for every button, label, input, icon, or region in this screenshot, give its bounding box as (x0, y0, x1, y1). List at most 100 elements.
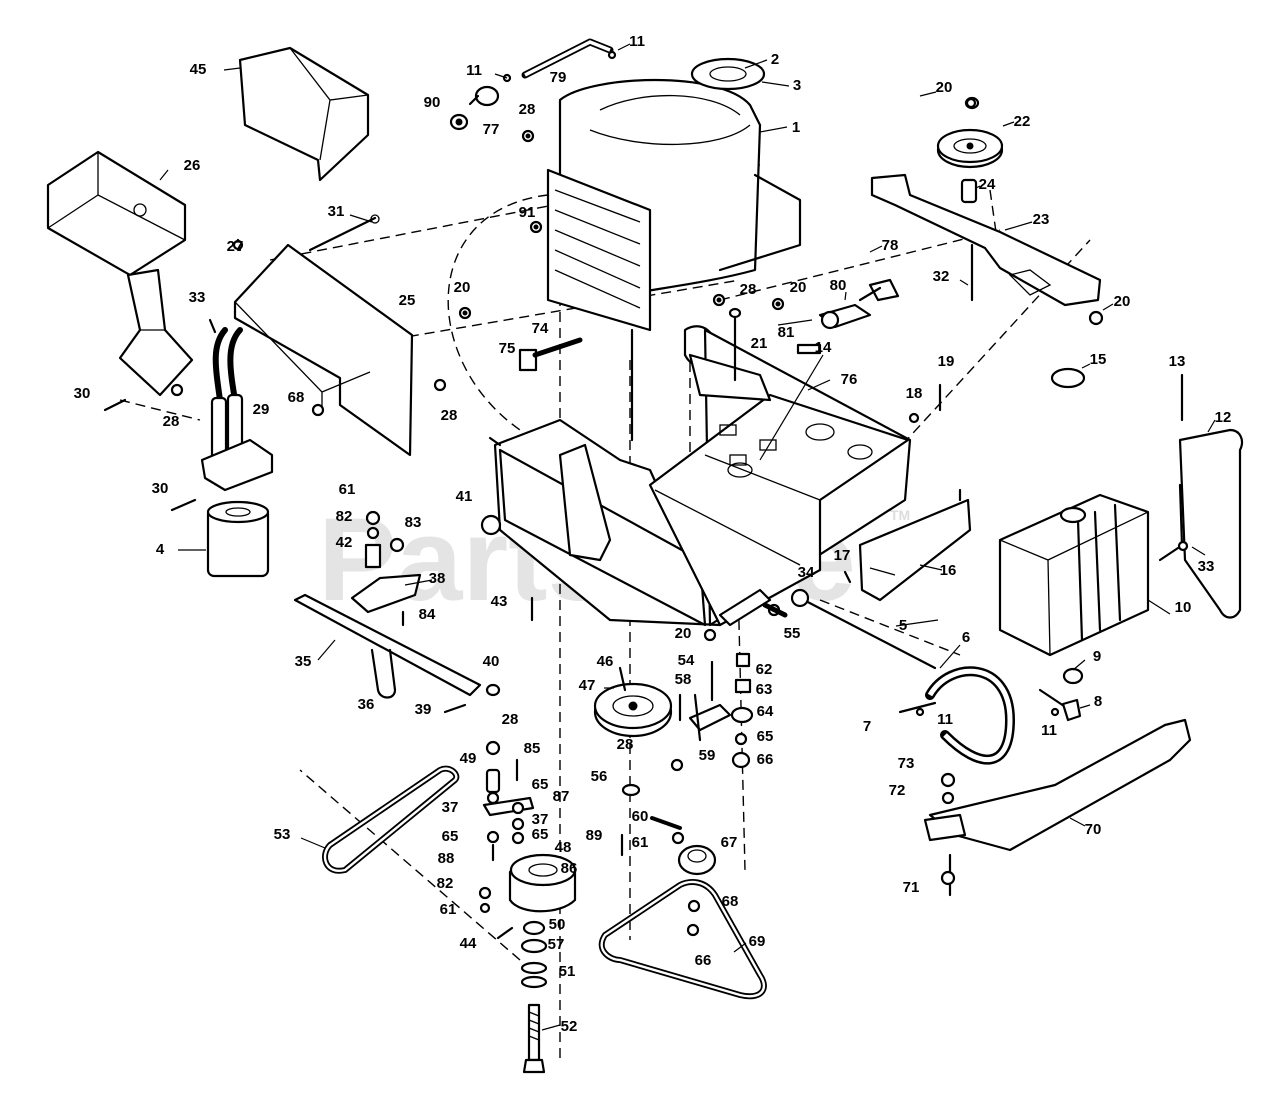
callout-69: 69 (749, 933, 766, 950)
callout-29: 29 (253, 401, 270, 418)
callout-7: 7 (863, 718, 871, 735)
callout-30: 30 (152, 480, 169, 497)
callout-25: 25 (399, 292, 416, 309)
callout-60: 60 (632, 808, 649, 825)
callout-28: 28 (441, 407, 458, 424)
callout-28: 28 (502, 711, 519, 728)
callout-49: 49 (460, 750, 477, 767)
callout-79: 79 (550, 69, 567, 86)
callout-61: 61 (632, 834, 649, 851)
callout-10: 10 (1175, 599, 1192, 616)
callout-62: 62 (756, 661, 773, 678)
cover-shield (238, 46, 370, 182)
callout-45: 45 (190, 61, 207, 78)
electric-clutch (482, 768, 577, 913)
callout-5: 5 (899, 617, 907, 634)
callout-65: 65 (532, 776, 549, 793)
callout-24: 24 (979, 176, 996, 193)
oil-filter (200, 327, 274, 578)
callout-35: 35 (295, 653, 312, 670)
callout-56: 56 (591, 768, 608, 785)
callout-11: 11 (1041, 722, 1057, 739)
callout-44: 44 (460, 935, 477, 952)
drive-belts (322, 765, 767, 1000)
callout-15: 15 (1090, 351, 1107, 368)
idler-assembly (870, 96, 1104, 326)
callout-65: 65 (442, 828, 459, 845)
callout-82: 82 (336, 508, 353, 525)
callout-46: 46 (597, 653, 614, 670)
callout-88: 88 (438, 850, 455, 867)
callout-1: 1 (792, 119, 800, 136)
callout-91: 91 (519, 204, 536, 221)
callout-17: 17 (834, 547, 851, 564)
callout-33: 33 (189, 289, 206, 306)
engine (546, 57, 802, 442)
callout-71: 71 (903, 879, 920, 896)
linkage-rod (790, 588, 1072, 765)
callout-48: 48 (555, 839, 572, 856)
callout-8: 8 (1094, 693, 1102, 710)
callout-37: 37 (442, 799, 459, 816)
fender-panel (858, 498, 972, 602)
callout-61: 61 (339, 481, 356, 498)
callout-19: 19 (938, 353, 955, 370)
callout-20: 20 (790, 279, 807, 296)
callout-87: 87 (553, 788, 570, 805)
clutch-hardware-stack (520, 920, 548, 1074)
callout-39: 39 (415, 701, 432, 718)
callout-28: 28 (740, 281, 757, 298)
callout-31: 31 (328, 203, 345, 220)
battery-bracket (46, 150, 194, 397)
callout-68: 68 (722, 893, 739, 910)
deflector (923, 718, 1192, 897)
callout-55: 55 (784, 625, 801, 642)
callout-58: 58 (675, 671, 692, 688)
callout-89: 89 (586, 827, 603, 844)
callout-16: 16 (940, 562, 957, 579)
callout-90: 90 (424, 94, 441, 111)
leader-lines (159, 43, 1216, 1031)
watermark-tm: TM (890, 507, 910, 523)
callout-77: 77 (483, 121, 500, 138)
callout-76: 76 (841, 371, 858, 388)
callout-4: 4 (156, 541, 165, 558)
callout-27: 27 (227, 238, 244, 255)
callout-75: 75 (499, 340, 516, 357)
callout-42: 42 (336, 534, 353, 551)
callout-64: 64 (757, 703, 774, 720)
callout-21: 21 (751, 335, 768, 352)
callout-14: 14 (815, 339, 832, 356)
callout-37: 37 (532, 811, 549, 828)
callout-13: 13 (1169, 353, 1186, 370)
callout-20: 20 (454, 279, 471, 296)
callout-67: 67 (721, 834, 738, 851)
callout-52: 52 (561, 1018, 578, 1035)
callout-80: 80 (830, 277, 847, 294)
callout-41: 41 (456, 488, 473, 505)
callout-18: 18 (906, 385, 923, 402)
callout-20: 20 (675, 625, 692, 642)
callout-70: 70 (1085, 821, 1102, 838)
callout-11: 11 (466, 62, 482, 79)
callout-82: 82 (437, 875, 454, 892)
callout-66: 66 (757, 751, 774, 768)
callout-86: 86 (561, 860, 578, 877)
callout-43: 43 (491, 593, 508, 610)
callout-73: 73 (898, 755, 915, 772)
callout-50: 50 (549, 916, 566, 933)
hardware-fasteners (103, 50, 1189, 940)
callout-65: 65 (757, 728, 774, 745)
callout-51: 51 (559, 963, 576, 980)
callout-53: 53 (274, 826, 291, 843)
callout-23: 23 (1033, 211, 1050, 228)
callout-3: 3 (793, 77, 801, 94)
callout-83: 83 (405, 514, 422, 531)
callout-68: 68 (288, 389, 305, 406)
callout-28: 28 (617, 736, 634, 753)
callout-84: 84 (419, 606, 436, 623)
callout-74: 74 (532, 320, 549, 337)
